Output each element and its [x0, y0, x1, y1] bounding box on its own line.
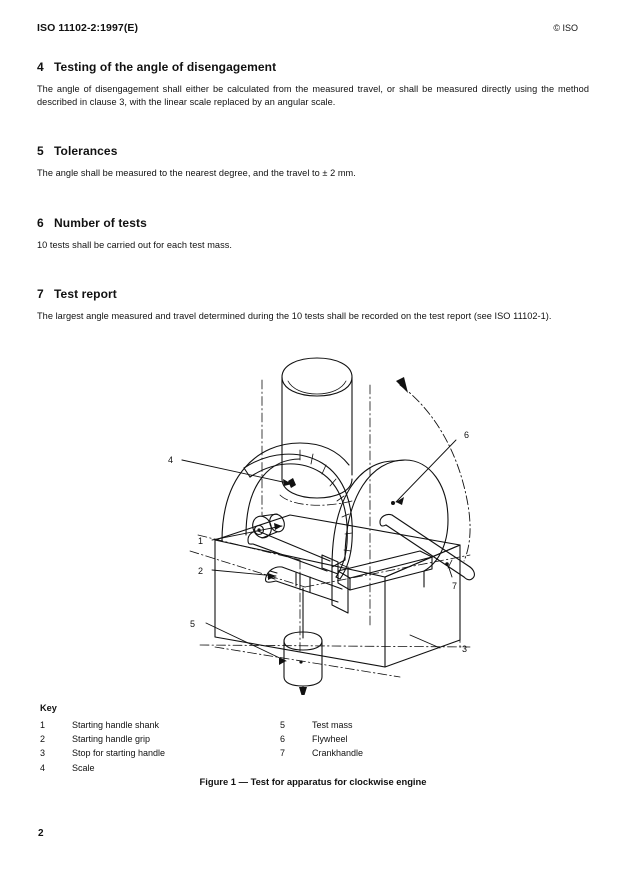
figure-callout-4: 4	[168, 455, 173, 465]
key-item-7: 7 Crankhandle	[280, 746, 540, 760]
key-item-5-number: 5	[280, 720, 286, 730]
spacer-after-clause-4	[37, 108, 589, 144]
apparatus-isometric-svg: 4 6 1 2 5 7 3	[168, 357, 475, 695]
figure-key: Key 1 Starting handle shank 2 Starting han…	[40, 703, 540, 773]
figure-callout-6: 6	[464, 430, 469, 440]
clause-4-body: The angle of disengagement shall either …	[37, 84, 589, 107]
key-item-6-label: Flywheel	[312, 734, 348, 745]
key-item-4: 4 Scale	[40, 761, 300, 775]
document-body: 4 Testing of the angle of disengagement T…	[37, 60, 589, 323]
starting-handle-grip	[264, 566, 343, 603]
callout-leaders	[181, 439, 457, 662]
load-direction-arrow	[299, 685, 307, 695]
clause-7-heading: 7 Test report	[37, 287, 589, 301]
clause-6: 6 Number of tests 10 tests shall be carri…	[37, 216, 589, 252]
figure-callout-1: 1	[198, 536, 203, 546]
clause-5: 5 Tolerances The angle shall be measured …	[37, 144, 589, 180]
clause-5-heading: 5 Tolerances	[37, 144, 589, 158]
callout-arrowheads	[268, 479, 404, 665]
page-number: 2	[38, 828, 44, 839]
clause-6-title: Number of tests	[54, 215, 147, 230]
figure-1-caption: Figure 1 — Test for apparatus for clockw…	[199, 776, 427, 787]
key-item-7-label: Crankhandle	[312, 748, 364, 759]
key-item-2-number: 2	[40, 734, 46, 745]
key-item-5-label: Test mass	[312, 720, 353, 730]
clause-5-body: The angle shall be measured to the neare…	[37, 168, 356, 179]
key-item-2-label: Starting handle grip	[72, 734, 151, 745]
copyright-notice: © ISO	[553, 23, 578, 33]
key-item-3: 3 Stop for starting handle	[40, 746, 300, 760]
starting-handle-stop	[337, 550, 433, 591]
clause-7-body: The largest angle measured and travel de…	[37, 311, 552, 322]
flywheel-centre-dot	[391, 501, 395, 505]
engine-housing-left	[221, 442, 350, 542]
clause-4-title: Testing of the angle of disengagement	[54, 60, 277, 74]
key-item-2: 2 Starting handle grip	[40, 732, 300, 746]
figure-1-drawing: 4 6 1 2 5 7 3	[0, 355, 626, 695]
key-item-1-label: Starting handle shank	[72, 720, 160, 730]
figure-key-column-left: 1 Starting handle shank 2 Starting handle …	[40, 718, 300, 775]
crankhandle	[379, 513, 475, 581]
clause-5-number: 5	[37, 144, 44, 159]
clause-7: 7 Test report The largest angle measured …	[37, 287, 589, 323]
standard-reference: ISO 11102-2:1997(E)	[37, 22, 139, 34]
clause-7-title: Test report	[54, 287, 117, 302]
figure-key-column-right: 5 Test mass 6 Flywheel 7 Crankhandle	[280, 718, 540, 761]
figure-callout-7: 7	[452, 581, 457, 591]
key-item-4-label: Scale	[72, 762, 95, 773]
key-item-6: 6 Flywheel	[280, 732, 540, 746]
flywheel-housing	[331, 459, 449, 614]
key-item-1-number: 1	[40, 720, 46, 730]
clause-6-body: 10 tests shall be carried out for each t…	[37, 239, 232, 250]
key-item-5: 5 Test mass	[280, 718, 540, 732]
clause-5-title: Tolerances	[54, 144, 118, 159]
spacer-after-clause-6	[37, 251, 589, 287]
key-item-6-number: 6	[280, 734, 286, 745]
clause-6-number: 6	[37, 215, 44, 230]
key-item-4-number: 4	[40, 762, 46, 773]
clause-7-number: 7	[37, 287, 44, 302]
base-block	[214, 514, 461, 668]
page-header: ISO 11102-2:1997(E) © ISO	[0, 22, 626, 38]
figure-callout-2: 2	[198, 566, 203, 576]
test-mass-assembly	[283, 587, 323, 687]
key-item-3-label: Stop for starting handle	[72, 748, 166, 759]
rotation-direction-arc	[396, 377, 471, 562]
key-item-1: 1 Starting handle shank	[40, 718, 300, 732]
clause-4: 4 Testing of the angle of disengagement T…	[37, 60, 589, 108]
clause-4-heading: 4 Testing of the angle of disengagement	[37, 60, 589, 74]
key-item-3-number: 3	[40, 748, 46, 759]
base-construction-lines	[189, 534, 471, 678]
figure-key-title: Key	[40, 703, 57, 713]
key-item-7-number: 7	[280, 748, 286, 759]
engine-cylinder	[281, 357, 353, 499]
figure-callout-5: 5	[190, 619, 195, 629]
clause-6-heading: 6 Number of tests	[37, 216, 589, 230]
figure-callout-3: 3	[462, 644, 467, 654]
spacer-after-clause-5	[37, 180, 589, 216]
clause-4-number: 4	[37, 60, 44, 74]
